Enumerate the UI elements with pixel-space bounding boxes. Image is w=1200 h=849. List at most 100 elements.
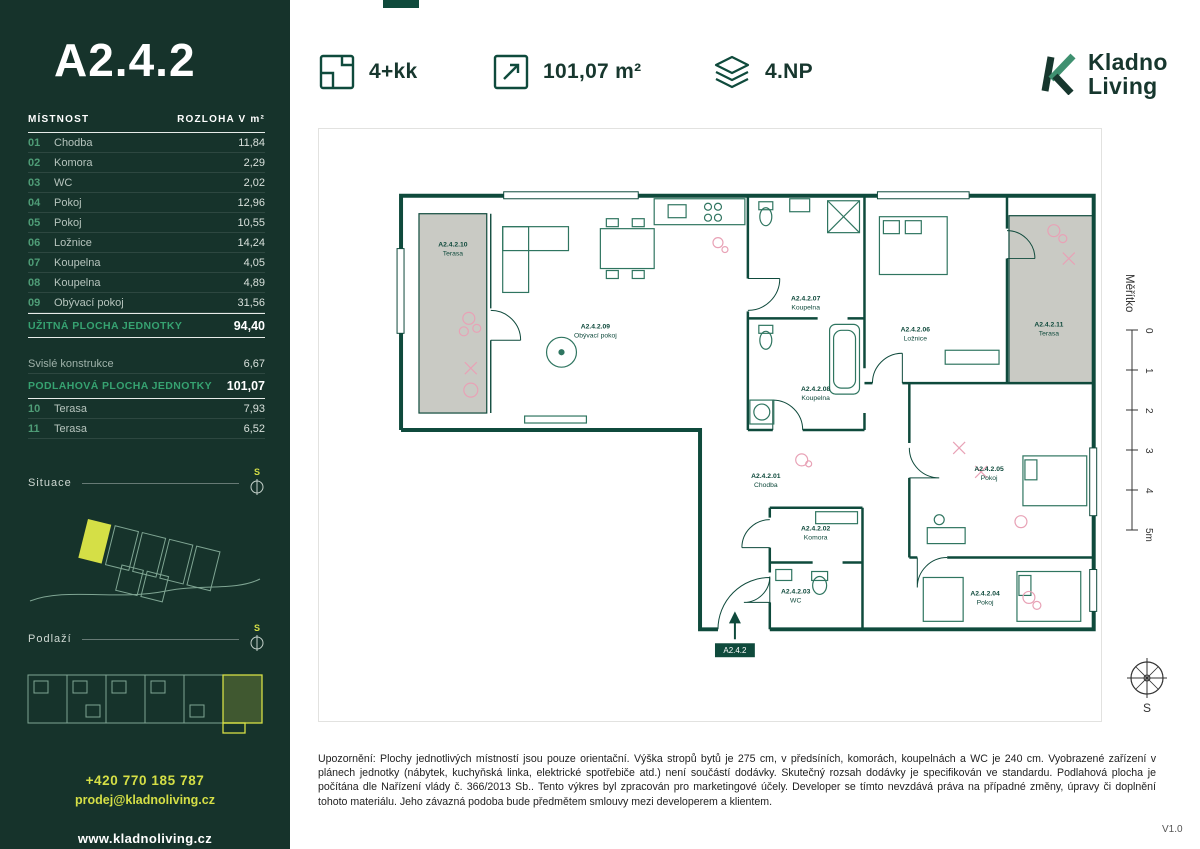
table-row: 06 Ložnice 14,24	[28, 233, 265, 253]
room-area: 2,29	[243, 156, 265, 169]
site-map	[29, 519, 261, 603]
table-row: 07 Koupelna 4,05	[28, 253, 265, 273]
brand-line1: Kladno	[1088, 49, 1168, 75]
podlazi-label: Podlaží	[28, 633, 72, 645]
kladno-living-logo-icon	[1041, 53, 1076, 95]
layout-value: 4+kk	[369, 60, 418, 83]
room-label-name: Obývací pokoj	[574, 332, 617, 339]
entrance-label: A2.4.2	[723, 646, 747, 655]
door-swings	[490, 230, 1036, 630]
floorplan-icon	[319, 54, 355, 90]
room-label-name: Terasa	[443, 251, 464, 258]
brand-logo-text: Kladno Living	[1088, 50, 1168, 98]
room-label-name: Pokoj	[981, 475, 998, 482]
room-number: 11	[28, 422, 40, 435]
scale-tick: 4	[1143, 488, 1154, 494]
brand-logo: Kladno Living	[1038, 50, 1168, 98]
floor-area-value: 101,07	[226, 379, 265, 393]
table-row: 02 Komora 2,29	[28, 153, 265, 173]
vertical-structures-label: Svislé konstrukce	[28, 357, 114, 370]
floor-strip	[27, 674, 263, 734]
scale-bar: Měřítko 0 1 2 3 4 5m	[1123, 274, 1154, 542]
usable-area-label: UŽITNÁ PLOCHA JEDNOTKY	[28, 319, 183, 332]
room-area: 4,89	[243, 276, 265, 289]
floor-plan-area: A2.4.2.10 Terasa A2.4.2.09 Obývací pokoj…	[318, 128, 1102, 722]
room-number: 09	[28, 296, 41, 309]
room-label-code: A2.4.2.10	[438, 242, 468, 249]
contact-website[interactable]: www.kladnoliving.cz	[77, 831, 213, 846]
vertical-structures-row: Svislé konstrukce 6,67	[28, 354, 265, 374]
col-area-header: ROZLOHA V m²	[177, 114, 265, 125]
room-label-name: Ložnice	[904, 335, 928, 342]
room-name: Terasa	[54, 422, 88, 435]
entrance-arrow-icon	[728, 611, 741, 624]
floor-area-row: PODLAHOVÁ PLOCHA JEDNOTKY 101,07	[28, 374, 265, 399]
room-area: 2,02	[243, 176, 265, 189]
top-tab-decoration	[383, 0, 419, 8]
room-area: 4,05	[243, 256, 265, 269]
table-row: 05 Pokoj 10,55	[28, 213, 265, 233]
compass-letter: S	[1143, 701, 1151, 715]
room-number: 03	[28, 176, 41, 189]
scale-label: Měřítko	[1123, 274, 1135, 312]
area-icon	[493, 54, 529, 90]
room-number: 08	[28, 276, 41, 289]
layers-icon	[714, 55, 750, 89]
room-table-header: MÍSTNOST ROZLOHA V m²	[28, 114, 265, 133]
table-row: 10 Terasa 7,93	[28, 399, 265, 419]
brand-line2: Living	[1088, 73, 1158, 99]
room-label-name: WC	[790, 597, 801, 604]
version-label: V1.0	[1162, 824, 1183, 835]
room-label-code: A2.4.2.09	[581, 323, 611, 330]
compass-letter: S	[254, 467, 260, 477]
room-number: 06	[28, 236, 41, 249]
spacer	[28, 338, 265, 354]
spec-area: 101,07 m²	[492, 52, 641, 92]
compass-icon: S	[250, 623, 264, 651]
entrance-marker: A2.4.2	[714, 611, 755, 658]
floor-plan-drawing: A2.4.2.10 Terasa A2.4.2.09 Obývací pokoj…	[396, 191, 1098, 658]
interior-walls	[490, 195, 1094, 630]
table-row: 04 Pokoj 12,96	[28, 193, 265, 213]
table-row: 03 WC 2,02	[28, 173, 265, 193]
table-row: 01 Chodba 11,84	[28, 133, 265, 153]
spec-floor: 4.NP	[712, 52, 813, 92]
room-label-code: A2.4.2.04	[970, 590, 1000, 597]
decor-plants	[458, 224, 1076, 610]
site-highlight-building	[78, 519, 112, 564]
contact-phone[interactable]: +420 770 185 787	[85, 773, 205, 788]
scale-tick: 1	[1143, 368, 1154, 374]
room-number: 02	[28, 156, 41, 169]
room-label-name: Pokoj	[977, 599, 994, 606]
room-name: Komora	[54, 156, 93, 169]
compass-letter: S	[254, 623, 260, 633]
room-name: Pokoj	[54, 196, 82, 209]
room-label-code: A2.4.2.08	[801, 386, 831, 393]
room-area: 7,93	[243, 402, 265, 415]
sidebar: A2.4.2 MÍSTNOST ROZLOHA V m² 01 Chodba 1…	[0, 0, 290, 849]
room-label-code: A2.4.2.11	[1034, 321, 1063, 328]
room-area: 14,24	[237, 236, 265, 249]
divider-line	[81, 482, 239, 484]
table-row: 09 Obývací pokoj 31,56	[28, 293, 265, 313]
scale-tick: 2	[1143, 408, 1154, 414]
situace-section-header: Situace S	[28, 467, 265, 499]
room-number: 04	[28, 196, 41, 209]
room-label-name: Komora	[804, 535, 828, 542]
floor-value: 4.NP	[765, 60, 813, 83]
room-label-code: A2.4.2.03	[781, 588, 811, 595]
room-name: Pokoj	[54, 216, 82, 229]
room-area: 11,84	[238, 136, 265, 149]
room-label-name: Terasa	[1039, 330, 1060, 337]
contact-email[interactable]: prodej@kladnoliving.cz	[75, 793, 215, 807]
table-row: 11 Terasa 6,52	[28, 419, 265, 439]
room-number: 01	[28, 136, 41, 149]
table-row: 08 Koupelna 4,89	[28, 273, 265, 293]
room-name: Koupelna	[54, 256, 101, 269]
room-label-code: A2.4.2.01	[751, 473, 781, 480]
unit-title: A2.4.2	[54, 34, 196, 86]
floor-area-label: PODLAHOVÁ PLOCHA JEDNOTKY	[28, 380, 213, 392]
usable-area-row: UŽITNÁ PLOCHA JEDNOTKY 94,40	[28, 313, 265, 338]
compass-icon: S	[250, 467, 264, 495]
